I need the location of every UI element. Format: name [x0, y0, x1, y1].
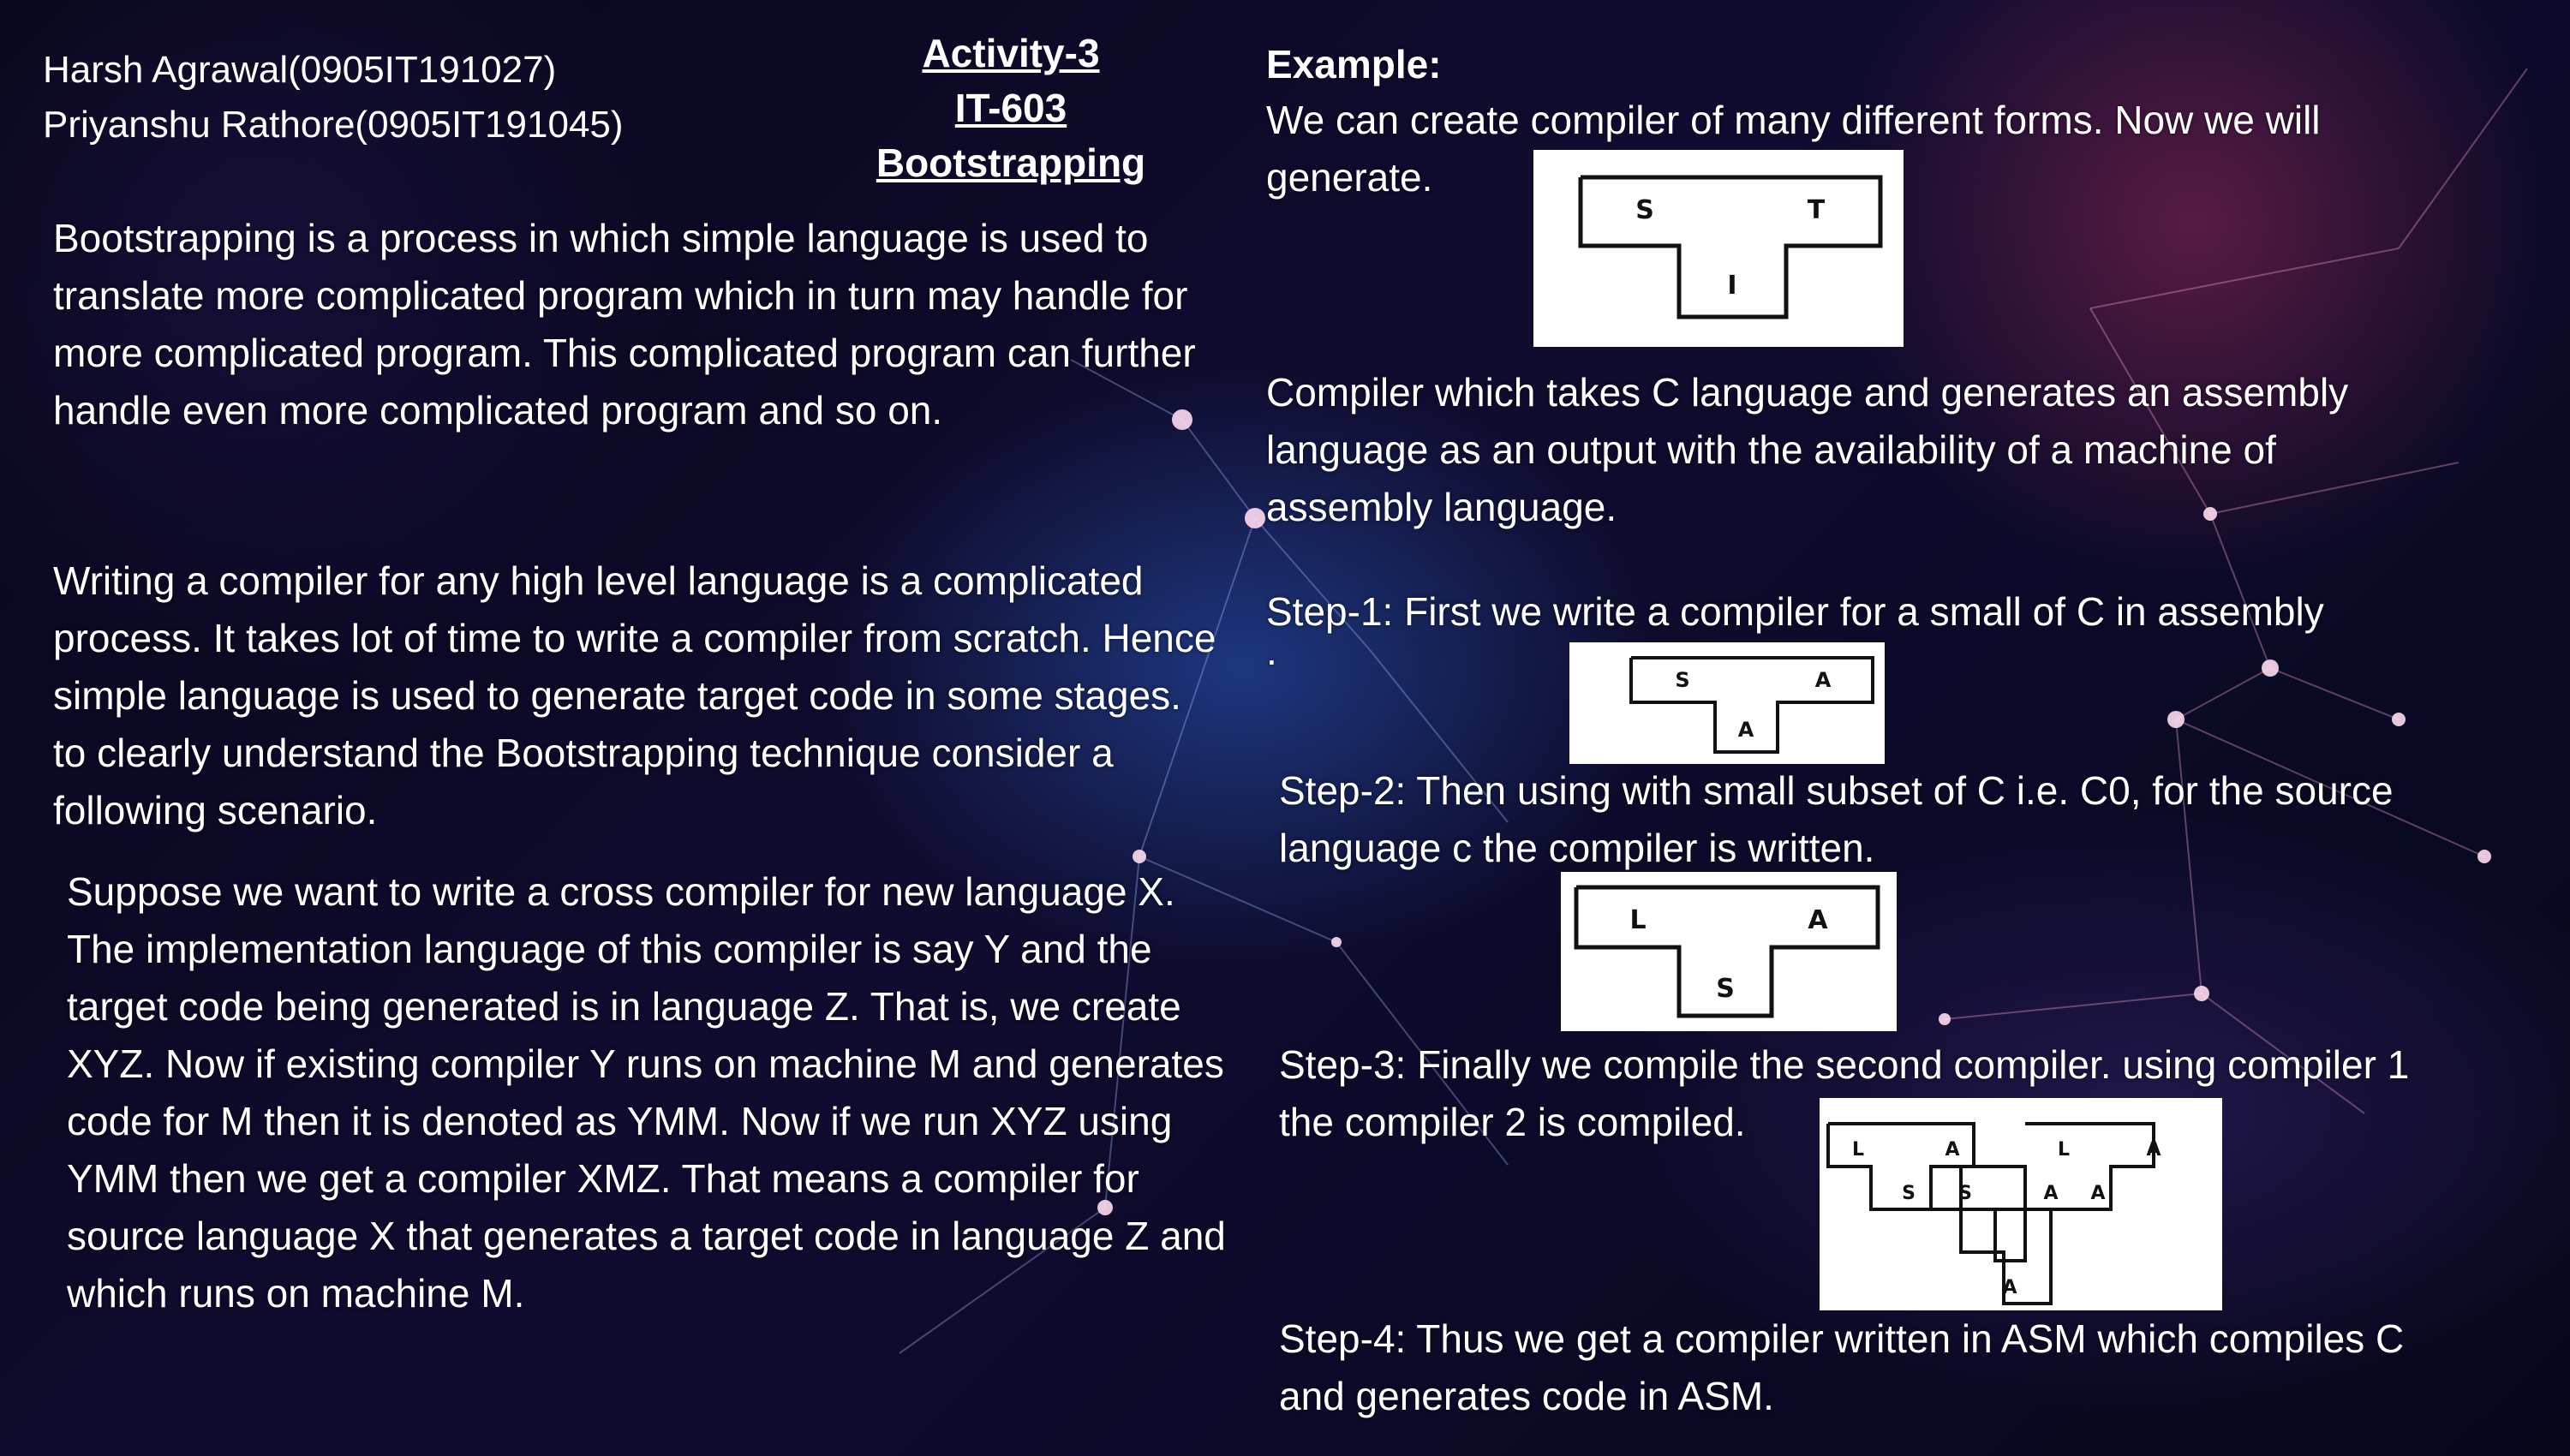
t2-source-label: S	[1675, 668, 1689, 692]
c-compiler-text: Compiler which takes C language and gene…	[1266, 370, 2349, 529]
t2-target-label: A	[1815, 668, 1832, 692]
example-label: Example:	[1266, 42, 1442, 87]
step-1-line: Step-1: First we write a compiler for a …	[1266, 589, 2324, 634]
t4-2-target-label: A	[2043, 1183, 2058, 1204]
heading-course-code: IT-603	[954, 86, 1067, 130]
cross-compiler-paragraph: Suppose we want to write a cross compile…	[67, 869, 1226, 1316]
t4-1-impl-label: S	[1902, 1183, 1916, 1204]
t1-target-label: T	[1808, 195, 1826, 225]
compiler-paragraph: Writing a compiler for any high level la…	[53, 558, 1216, 832]
step-1-text: Step-1: First we write a compiler for a …	[1266, 583, 2406, 673]
heading-topic: Bootstrapping	[876, 140, 1146, 185]
t4-3-impl-label: A	[2090, 1183, 2105, 1204]
t3-source-label: L	[1629, 905, 1646, 935]
author-1: Harsh Agrawal(0905IT191027)	[43, 49, 557, 91]
t-diagram-step-2: L A S	[1561, 872, 1897, 1031]
t2-impl-label: A	[1738, 718, 1754, 742]
t1-source-label: S	[1635, 195, 1654, 225]
t4-3-source-label: L	[2058, 1139, 2070, 1161]
example-text: We can create compiler of many different…	[1266, 98, 2321, 200]
t3-target-label: A	[1808, 905, 1828, 935]
step-2-text: Step-2: Then using with small subset of …	[1279, 768, 2394, 870]
step-3-text: Step-3: Finally we compile the second co…	[1279, 1042, 2410, 1144]
heading-activity: Activity-3	[922, 31, 1100, 75]
t4-1-source-label: L	[1852, 1139, 1864, 1161]
t-diagram-step-3: L A S S A A L A A	[1820, 1098, 2222, 1310]
t4-2-impl-label: A	[2002, 1277, 2017, 1298]
intro-paragraph: Bootstrapping is a process in which simp…	[53, 216, 1196, 433]
t4-2-source-label: S	[1958, 1183, 1972, 1204]
t4-1-target-label: A	[1945, 1139, 1959, 1161]
authors-block: Harsh Agrawal(0905IT191027) Priyanshu Ra…	[43, 43, 624, 152]
step-1-tail: .	[1266, 629, 1277, 673]
slide-heading: Activity-3 IT-603 Bootstrapping	[857, 26, 1165, 190]
t-diagram-step-1: S A A	[1569, 642, 1885, 764]
t3-impl-label: S	[1716, 974, 1735, 1004]
t1-impl-label: I	[1727, 271, 1736, 301]
t4-3-target-label: A	[2146, 1139, 2161, 1161]
t-diagram-generic: S T I	[1533, 150, 1904, 347]
step-4-text: Step-4: Thus we get a compiler written i…	[1279, 1316, 2405, 1418]
author-2: Priyanshu Rathore(0905IT191045)	[43, 104, 624, 146]
